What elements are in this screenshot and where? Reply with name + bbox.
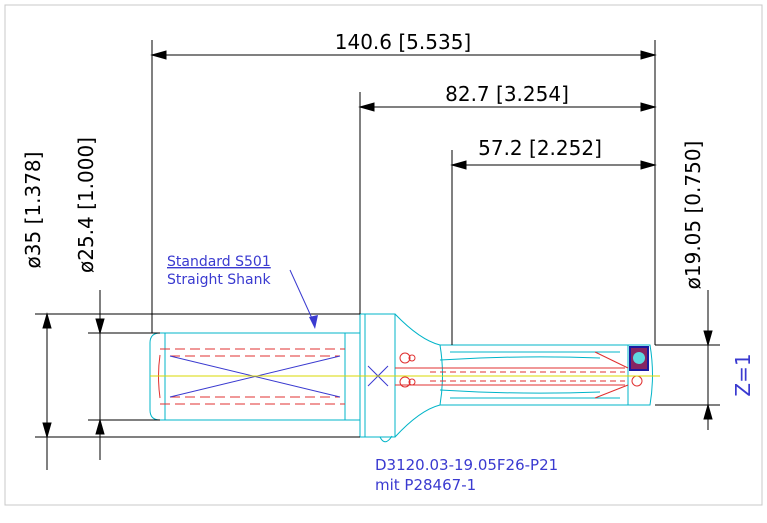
insert [629, 346, 649, 371]
part-number-insert: mit P28467-1 [375, 476, 476, 494]
tool-outline [149, 313, 653, 443]
dim-cutting-diameter: ø19.05 [0.750] [681, 141, 705, 290]
dim-shank-diameter: ø25.4 [1.000] [74, 137, 98, 273]
hidden-lines [158, 348, 643, 405]
dim-overall-length: 140.6 [5.535] [335, 30, 471, 54]
dim-flange-diameter: ø35 [1.378] [21, 152, 45, 269]
shank-label-line2: Straight Shank [167, 272, 272, 288]
shank-label-line1: Standard S501 [167, 254, 271, 270]
dimension-lines [35, 40, 720, 470]
flute-count: Z=1 [731, 353, 755, 396]
dim-flute-length: 57.2 [2.252] [478, 136, 602, 160]
shank-label: Standard S501 Straight Shank [167, 254, 318, 329]
dim-body-length: 82.7 [3.254] [445, 82, 569, 106]
drawing-frame [4, 4, 763, 506]
part-number: D3120.03-19.05F26-P21 [375, 456, 558, 474]
